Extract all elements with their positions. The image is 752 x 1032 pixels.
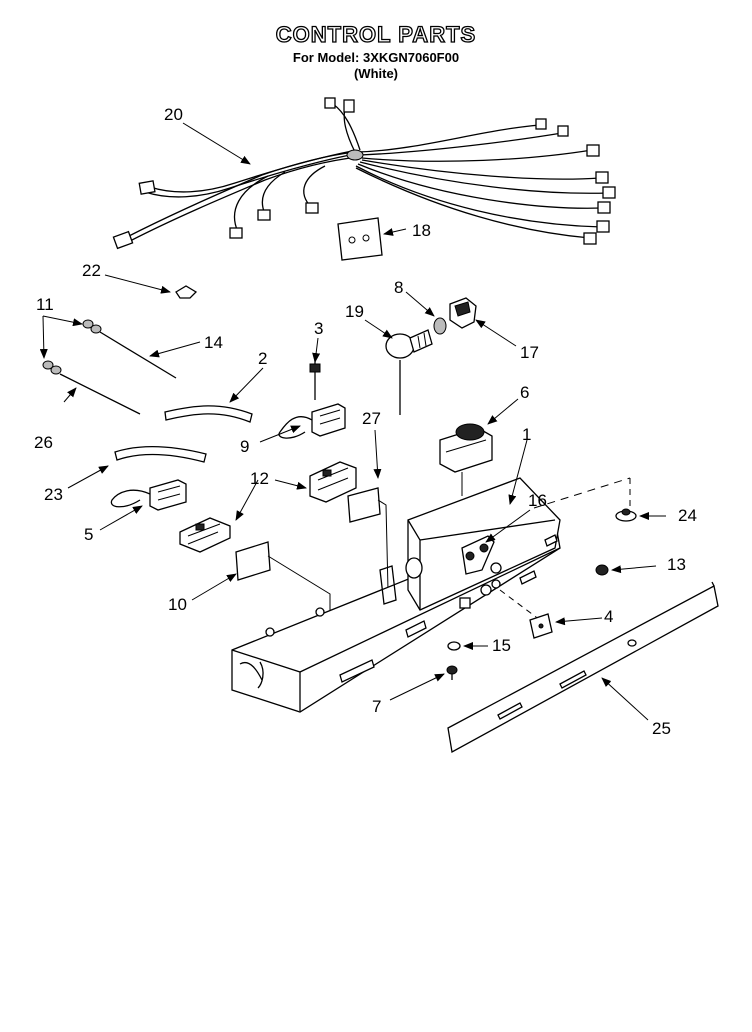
harness-clip[interactable]	[175, 285, 198, 299]
lamp-socket[interactable]	[433, 297, 477, 335]
thermostat-switch[interactable]	[278, 360, 346, 439]
page-title: CONTROL PARTS	[275, 21, 477, 47]
sensor-rod-lower[interactable]	[42, 360, 141, 415]
callout-14: 14	[204, 333, 223, 352]
callout-22: 22	[82, 261, 101, 280]
screw-13[interactable]	[595, 564, 609, 576]
callout-19: 19	[345, 302, 364, 321]
washer-15[interactable]	[447, 641, 461, 651]
callout-18: 18	[412, 221, 431, 240]
callout-1: 1	[522, 425, 531, 444]
insulation-tube-upper[interactable]	[164, 405, 253, 423]
model-number: For Model: 3XKGN7060F00	[292, 50, 460, 65]
sensor-rod-upper[interactable]	[82, 319, 177, 379]
wiring-label[interactable]	[347, 487, 389, 591]
control-switch-left[interactable]	[179, 517, 231, 553]
screw-24[interactable]	[615, 508, 637, 522]
callout-23: 23	[44, 485, 63, 504]
callout-20: 20	[164, 105, 183, 124]
callout-13: 13	[667, 555, 686, 574]
callout-10: 10	[168, 595, 187, 614]
callout-26: 26	[34, 433, 53, 452]
callout-7: 7	[372, 697, 381, 716]
front-panel[interactable]	[447, 581, 719, 754]
callout-8: 8	[394, 278, 403, 297]
callout-5: 5	[84, 525, 93, 544]
callout-2: 2	[258, 349, 267, 368]
callout-6: 6	[520, 383, 529, 402]
light-bulb[interactable]	[385, 329, 433, 415]
control-switch-right[interactable]	[309, 461, 357, 503]
cover-plate[interactable]	[337, 217, 383, 261]
callout-16: 16	[528, 491, 547, 510]
callout-9: 9	[240, 437, 249, 456]
callout-12: 12	[250, 469, 269, 488]
callout-27: 27	[362, 409, 381, 428]
insulation-tube-lower[interactable]	[114, 445, 207, 463]
wiring-harness[interactable]	[112, 97, 616, 250]
bracket-4[interactable]	[529, 613, 553, 639]
callout-3: 3	[314, 319, 323, 338]
callout-4: 4	[604, 607, 613, 626]
callout-11: 11	[36, 295, 54, 314]
callout-17: 17	[520, 343, 539, 362]
defrost-switch[interactable]	[110, 479, 187, 511]
callout-labels: 20 18 22 11 14 2 3 19 8 17 6 26 9 27 1 2…	[34, 105, 697, 738]
model-color: (White)	[353, 66, 399, 81]
leader-arrows	[39, 122, 666, 721]
callout-25: 25	[652, 719, 671, 738]
temperature-control[interactable]	[439, 423, 493, 496]
control-housing[interactable]	[231, 477, 631, 713]
callout-24: 24	[678, 506, 697, 525]
callout-15: 15	[492, 636, 511, 655]
screw-7[interactable]	[446, 665, 458, 680]
